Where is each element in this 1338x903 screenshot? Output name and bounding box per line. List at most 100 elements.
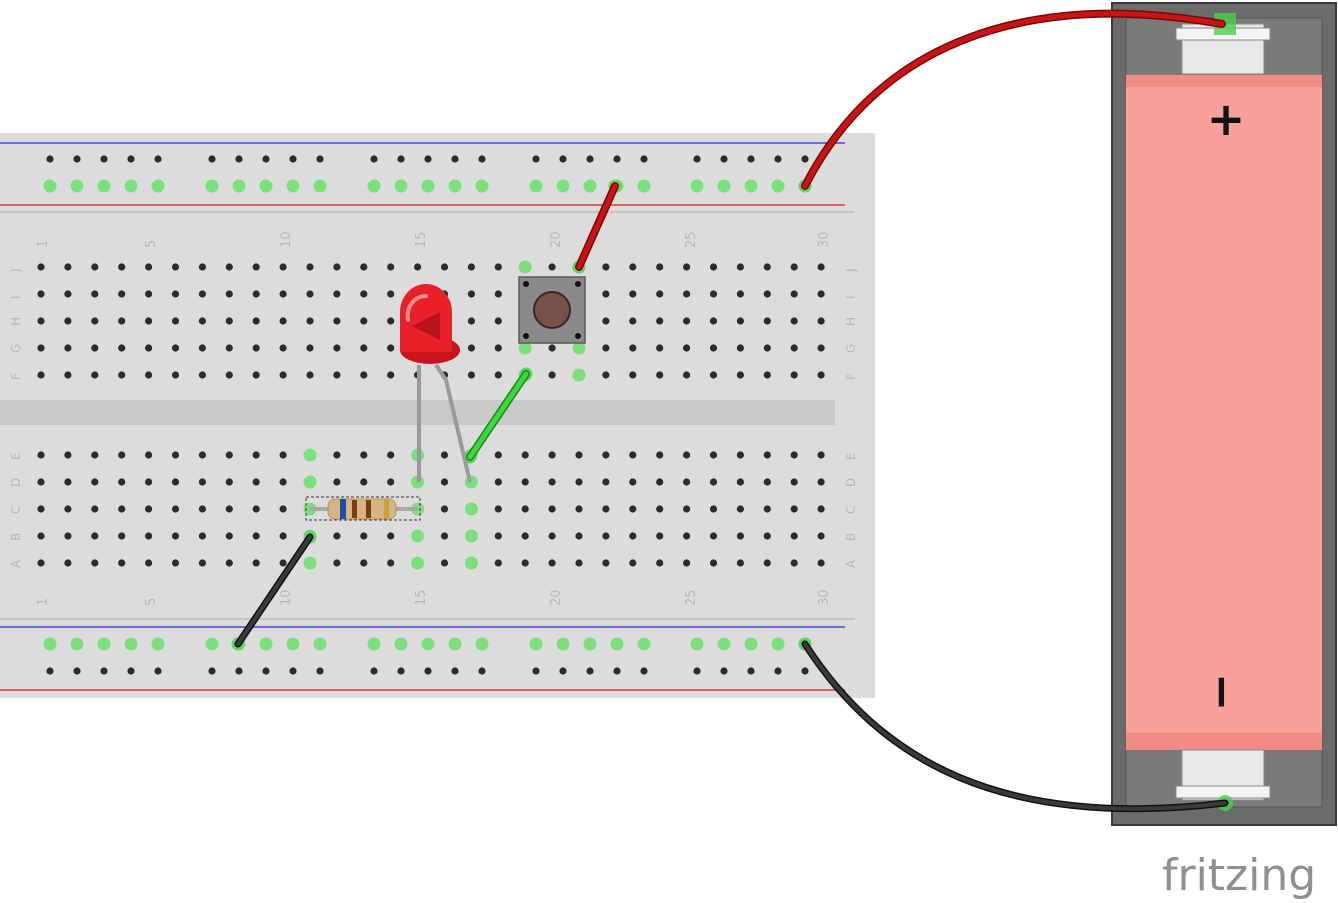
column-number: 5 bbox=[144, 598, 159, 606]
breadboard-hole bbox=[467, 371, 475, 379]
row-letter: G bbox=[9, 344, 23, 353]
column-number: 5 bbox=[144, 240, 159, 248]
breadboard-hole bbox=[440, 451, 449, 459]
breadboard-hole bbox=[333, 344, 341, 352]
breadboard-hole bbox=[306, 263, 314, 271]
wire-black-resistor-core bbox=[236, 535, 312, 646]
hole-highlight bbox=[529, 179, 543, 193]
breadboard-hole bbox=[171, 532, 180, 540]
breadboard-hole bbox=[252, 263, 260, 271]
breadboard-hole bbox=[279, 505, 287, 513]
row-letter: C bbox=[9, 506, 23, 514]
hole-highlight bbox=[464, 502, 478, 516]
breadboard-hole bbox=[235, 155, 243, 163]
breadboard-hole bbox=[683, 505, 691, 513]
breadboard-hole bbox=[279, 371, 287, 379]
breadboard-hole bbox=[790, 344, 798, 352]
breadboard-hole bbox=[154, 667, 162, 675]
breadboard-hole bbox=[100, 667, 108, 675]
breadboard-hole bbox=[171, 451, 180, 459]
hole-highlight bbox=[572, 368, 586, 382]
breadboard-hole bbox=[252, 371, 260, 379]
breadboard-hole bbox=[424, 667, 432, 675]
breadboard-hole bbox=[817, 559, 825, 567]
battery-cell-top-band bbox=[1126, 75, 1322, 87]
row-letter: D bbox=[9, 478, 23, 487]
breadboard-hole bbox=[127, 155, 135, 163]
breadboard-hole bbox=[279, 478, 287, 486]
breadboard-hole bbox=[790, 505, 798, 513]
breadboard-hole bbox=[629, 344, 637, 352]
breadboard-hole bbox=[333, 532, 341, 540]
breadboard-hole bbox=[494, 371, 502, 379]
breadboard-hole bbox=[91, 559, 99, 567]
breadboard-hole bbox=[387, 344, 395, 352]
hole-highlight bbox=[556, 637, 570, 651]
breadboard-hole bbox=[225, 290, 233, 298]
breadboard-hole bbox=[397, 667, 405, 675]
breadboard-hole bbox=[494, 505, 502, 513]
resistor-band bbox=[384, 499, 389, 519]
breadboard-hole bbox=[656, 478, 664, 486]
breadboard-hole bbox=[118, 344, 126, 352]
breadboard-hole bbox=[736, 559, 745, 567]
breadboard-hole bbox=[198, 317, 206, 325]
breadboard-hole bbox=[64, 317, 72, 325]
breadboard-hole bbox=[252, 478, 260, 486]
hole-highlight bbox=[421, 637, 435, 651]
breadboard-hole bbox=[629, 505, 637, 513]
breadboard-hole bbox=[64, 263, 72, 271]
breadboard-hole bbox=[91, 478, 99, 486]
breadboard-hole bbox=[306, 371, 314, 379]
row-letter: J bbox=[844, 268, 858, 273]
breadboard-hole bbox=[548, 344, 556, 352]
breadboard-hole bbox=[360, 344, 368, 352]
hole-highlight bbox=[690, 637, 704, 651]
row-letter: A bbox=[9, 559, 23, 568]
breadboard-hole bbox=[532, 667, 540, 675]
breadboard-hole bbox=[198, 478, 206, 486]
breadboard-hole bbox=[683, 451, 691, 459]
breadboard-hole bbox=[225, 451, 233, 459]
hole-highlight bbox=[97, 637, 111, 651]
pushbutton-corner-dot bbox=[523, 281, 529, 287]
hole-highlight bbox=[475, 637, 489, 651]
breadboard-hole bbox=[387, 532, 395, 540]
breadboard-hole bbox=[37, 344, 45, 352]
breadboard-hole bbox=[602, 371, 610, 379]
breadboard-hole bbox=[736, 371, 745, 379]
hole-highlight bbox=[411, 529, 425, 543]
breadboard-hole bbox=[235, 667, 243, 675]
hole-highlight bbox=[411, 556, 425, 570]
breadboard-hole bbox=[763, 559, 771, 567]
breadboard-hole bbox=[360, 451, 368, 459]
breadboard-hole bbox=[64, 371, 72, 379]
breadboard-hole bbox=[118, 263, 126, 271]
breadboard-hole bbox=[494, 451, 502, 459]
hole-highlight bbox=[367, 179, 381, 193]
breadboard-hole bbox=[262, 667, 270, 675]
breadboard-hole bbox=[790, 263, 798, 271]
breadboard-hole bbox=[602, 559, 610, 567]
breadboard-hole bbox=[575, 451, 583, 459]
hole-highlight bbox=[259, 637, 273, 651]
led bbox=[400, 284, 472, 483]
breadboard-hole bbox=[198, 451, 206, 459]
breadboard-hole bbox=[252, 532, 260, 540]
hole-highlight bbox=[313, 179, 327, 193]
hole-highlight bbox=[43, 179, 57, 193]
breadboard-hole bbox=[801, 155, 809, 163]
breadboard-hole bbox=[709, 290, 718, 298]
breadboard-hole bbox=[817, 505, 825, 513]
row-letter: I bbox=[9, 295, 23, 299]
breadboard-hole bbox=[252, 505, 260, 513]
breadboard-hole bbox=[763, 263, 771, 271]
breadboard-hole bbox=[360, 263, 368, 271]
breadboard-hole bbox=[736, 478, 745, 486]
breadboard-hole bbox=[333, 559, 341, 567]
breadboard-hole bbox=[521, 505, 529, 513]
breadboard-hole bbox=[37, 451, 45, 459]
breadboard-hole bbox=[118, 532, 126, 540]
breadboard-hole bbox=[656, 263, 664, 271]
breadboard-hole bbox=[198, 263, 206, 271]
